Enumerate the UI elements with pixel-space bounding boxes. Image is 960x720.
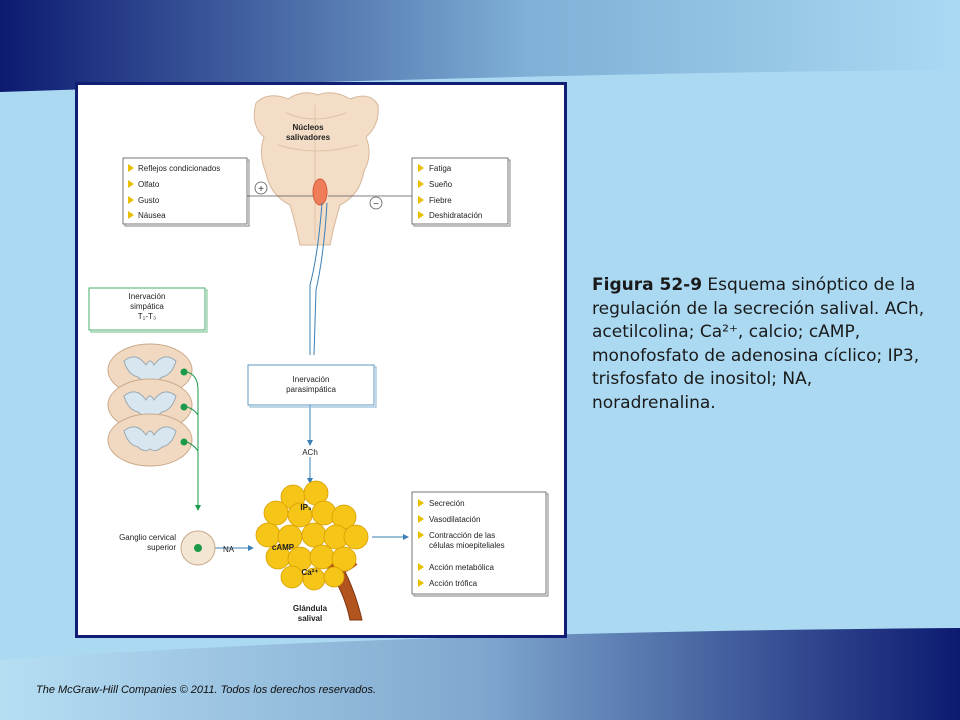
negative-factors-box: [411, 157, 511, 227]
arrow-icon: [418, 515, 424, 523]
factor-sueno: Sueño: [429, 180, 453, 189]
parasympathetic-nerve: [307, 202, 328, 484]
arrow-icon: [418, 164, 424, 172]
factor-deshidratacion: Deshidratación: [429, 211, 482, 220]
sympathetic-line2: simpática: [130, 302, 164, 311]
figure-number: Figura 52-9: [592, 275, 703, 295]
arrow-icon: [128, 196, 134, 204]
copyright-footer: The McGraw-Hill Companies © 2011. Todos …: [36, 684, 377, 696]
positive-factors-box: [122, 157, 250, 227]
arrow-icon: [418, 563, 424, 571]
brainstem-illustration: [253, 92, 379, 246]
arrow-icon: [418, 579, 424, 587]
parasympathetic-box: [247, 364, 377, 408]
gland-ca-label: Ca²⁺: [301, 568, 318, 577]
minus-sign: −: [373, 199, 379, 210]
arrow-icon: [418, 499, 424, 507]
effect-contraccion-line2: células mioepiteliales: [429, 541, 505, 550]
na-label: NA: [223, 545, 235, 554]
arrow-icon: [418, 196, 424, 204]
arrow-icon: [418, 211, 424, 219]
arrow-icon: [128, 164, 134, 172]
effect-metabolica: Acción metabólica: [429, 563, 494, 572]
arrow-icon: [418, 180, 424, 188]
arrow-icon: [418, 531, 424, 539]
factor-fiebre: Fiebre: [429, 196, 452, 205]
plus-sign: +: [258, 184, 264, 195]
sympathetic-nerve: [186, 371, 254, 551]
effects-box: [411, 491, 549, 597]
gland-title-line2: salival: [298, 614, 322, 623]
gland-title-line1: Glándula: [293, 604, 328, 613]
plus-circle-icon: [254, 181, 268, 195]
ganglion-label-line1: Ganglio cervical: [119, 533, 176, 542]
figure-caption: Figura 52-9 Esquema sinóptico de la regu…: [592, 274, 932, 415]
figure-panel: Núcleos salivadores Reflejos condicionad…: [75, 82, 567, 638]
gland-ip3-label: IP₃: [300, 503, 312, 512]
arrow-icon: [128, 211, 134, 219]
effect-secrecion: Secreción: [429, 499, 465, 508]
spinal-cord-segments: [107, 343, 193, 467]
effect-vasodilatacion: Vasodilatación: [429, 515, 480, 524]
factor-nausea: Náusea: [138, 211, 166, 220]
sympathetic-line3: T₁-T₃: [138, 312, 156, 321]
sympathetic-box: [88, 287, 208, 333]
factor-reflejos: Reflejos condicionados: [138, 164, 220, 173]
effect-trofica: Acción trófica: [429, 579, 478, 588]
ach-label: ACh: [302, 448, 318, 457]
parasympathetic-line1: Inervación: [293, 375, 330, 384]
nuclei-label-line1: Núcleos: [292, 123, 324, 132]
factor-gusto: Gusto: [138, 196, 160, 205]
parasympathetic-line2: parasimpática: [286, 385, 336, 394]
factor-fatiga: Fatiga: [429, 164, 452, 173]
gland-camp-label: cAMP: [272, 543, 295, 552]
factor-olfato: Olfato: [138, 180, 160, 189]
salivary-gland-illustration: [255, 480, 369, 621]
effect-contraccion-line1: Contracción de las: [429, 531, 495, 540]
nuclei-label-line2: salivadores: [286, 133, 331, 142]
sympathetic-line1: Inervación: [129, 292, 166, 301]
minus-circle-icon: [369, 196, 383, 210]
ganglion-label-line2: superior: [147, 543, 176, 552]
arrow-icon: [128, 180, 134, 188]
caption-text: Esquema sinóptico de la regulación de la…: [592, 275, 925, 413]
